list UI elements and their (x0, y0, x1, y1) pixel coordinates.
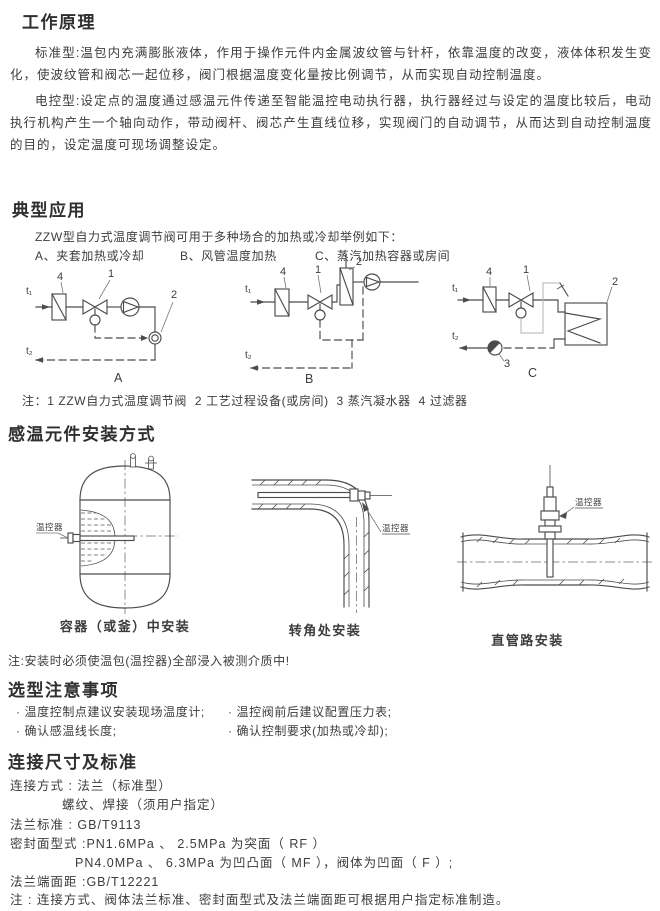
flange-face-distance-line: 法兰端面距 :GB/T12221 (10, 875, 160, 889)
t2-label: t₂ (26, 346, 33, 357)
diagram-b-duct-heating: t₁ 4 1 2 t₂ (245, 253, 419, 386)
thermostat-label: 温控器 (382, 523, 409, 533)
vessel-installation-diagram: 温控器 (36, 453, 178, 614)
t1-label: t₁ (26, 286, 33, 297)
return-arrow (35, 357, 43, 363)
case-c-label: C、蒸汽加热容器或房间 (315, 249, 451, 263)
duct-heater-symbol (339, 253, 354, 306)
steam-trap-symbol (487, 340, 503, 356)
t2-label: t₂ (245, 350, 252, 361)
section-title-working-principle: 工作原理 (22, 13, 96, 32)
diagram-a-letter: A (114, 371, 123, 385)
temperature-probe (538, 465, 562, 578)
item-2-label: 2 (612, 276, 618, 288)
item-2-label: 2 (356, 256, 362, 268)
temperature-probe (60, 532, 135, 544)
item-1-label: 1 (108, 268, 114, 280)
diagram-c-letter: C (528, 366, 537, 380)
caption-corner-installation: 转角处安装 (288, 623, 362, 638)
section-title-typical-applications: 典型应用 (12, 201, 86, 220)
t1-label: t₁ (452, 283, 459, 294)
flow-arrow (257, 299, 265, 305)
flow-arrow (463, 297, 471, 303)
selection-note-item: · 确认控制要求(加热或冷却); (228, 724, 389, 738)
t1-label: t₁ (245, 284, 252, 295)
straight-pipe-outline (460, 532, 650, 592)
sensor-tick (559, 282, 569, 297)
heated-vessel-symbol (564, 302, 608, 346)
applications-note: 注：1 ZZW自力式温度调节阀 2 工艺过程设备(或房间) 3 蒸汽凝水器 4 … (22, 394, 468, 408)
outlet-arrow (459, 345, 467, 351)
corner-installation-diagram: 温控器 (251, 479, 410, 613)
diagram-c-steam-heating: t₁ 4 1 2 t₂ 3 (452, 264, 618, 380)
section-title-selection-notes: 选型注意事项 (8, 681, 119, 700)
filter-symbol (51, 293, 67, 321)
temperature-control-valve-symbol (508, 291, 534, 319)
flow-arrow (42, 304, 50, 310)
temperature-probe (257, 488, 392, 502)
connection-standards-note: 注 : 连接方式、阀体法兰标准、密封面型式及法兰端面距可根据用户指定标准制造。 (10, 893, 510, 907)
straight-pipe-installation-diagram: 温控器 (457, 465, 653, 592)
section-title-connection-standards: 连接尺寸及标准 (8, 753, 138, 772)
caption-vessel-installation: 容器（或釜）中安装 (59, 619, 191, 634)
item-3-label: 3 (504, 358, 510, 370)
section-title-sensor-installation: 感温元件安装方式 (8, 425, 156, 444)
connection-method-line2: 螺纹、焊接（须用户指定） (62, 798, 225, 812)
thermostat-leader-line (36, 532, 69, 539)
filter-symbol (274, 288, 290, 317)
item-4-label: 4 (57, 271, 63, 283)
leader-arrowhead (559, 512, 567, 519)
temperature-control-valve-symbol (307, 293, 333, 321)
leader-arrowhead (362, 502, 369, 512)
selection-note-item: · 确认感温线长度; (16, 724, 117, 738)
sealing-face-line1: 密封面型式 :PN1.6MPa 、 2.5MPa 为突面（ RF ） (10, 837, 326, 851)
item-4-label: 4 (280, 266, 286, 278)
selection-note-item: · 温度控制点建议安装现场温度计; (16, 705, 205, 719)
flange-standard-line: 法兰标准 : GB/T9113 (10, 818, 142, 832)
paragraph-electric-type: 电控型:设定点的温度通过感温元件传递至智能温控电动执行器，执行器经过与设定的温度… (10, 94, 652, 152)
applications-intro: ZZW型自力式温度调节阀可用于多种场合的加热或冷却举例如下： (35, 230, 403, 244)
item-1-label: 1 (523, 264, 529, 276)
temperature-control-valve-symbol (82, 298, 108, 326)
selection-note-item: · 温控阀前后建议配置压力表; (228, 705, 392, 719)
thermostat-label: 温控器 (36, 522, 63, 532)
pump-symbol (363, 273, 381, 291)
item-4-label: 4 (486, 266, 492, 278)
paragraph-standard-type: 标准型:温包内充满膨胀液体，作用于操作元件内金属波纹管与针杆，依靠温度的改变，液… (10, 46, 652, 82)
filter-symbol (482, 286, 497, 313)
sensing-arrow (141, 335, 148, 341)
working-principle-text: 标准型:温包内充满膨胀液体，作用于操作元件内金属波纹管与针杆，依靠温度的改变，液… (10, 42, 652, 156)
item-1-label: 1 (315, 264, 321, 276)
connection-method-line: 连接方式 : 法兰（标准型） (10, 779, 172, 793)
caption-straight-installation: 直管路安装 (491, 633, 564, 648)
sealing-face-line2: PN4.0MPa 、 6.3MPa 为凹凸面（ MF ），阀体为凹面（ F ）; (75, 856, 454, 870)
thermostat-label: 温控器 (575, 497, 602, 507)
item-2-label: 2 (171, 289, 177, 301)
return-arrow (250, 365, 258, 371)
installation-note: 注:安装时必须使温包(温控器)全部浸入被测介质中! (8, 654, 290, 668)
pump-symbol (120, 297, 140, 317)
steam-trap-symbol (148, 331, 162, 345)
case-a-label: A、夹套加热或冷却 (35, 249, 145, 263)
top-nozzle-icon (130, 453, 157, 470)
diagram-a-jacket-heating: t₁ 4 1 2 t₂ (26, 268, 177, 385)
capillary-tube (520, 282, 560, 334)
t2-label: t₂ (452, 331, 459, 342)
case-b-label: B、风管温度加热 (180, 249, 277, 263)
diagram-b-letter: B (305, 372, 313, 386)
